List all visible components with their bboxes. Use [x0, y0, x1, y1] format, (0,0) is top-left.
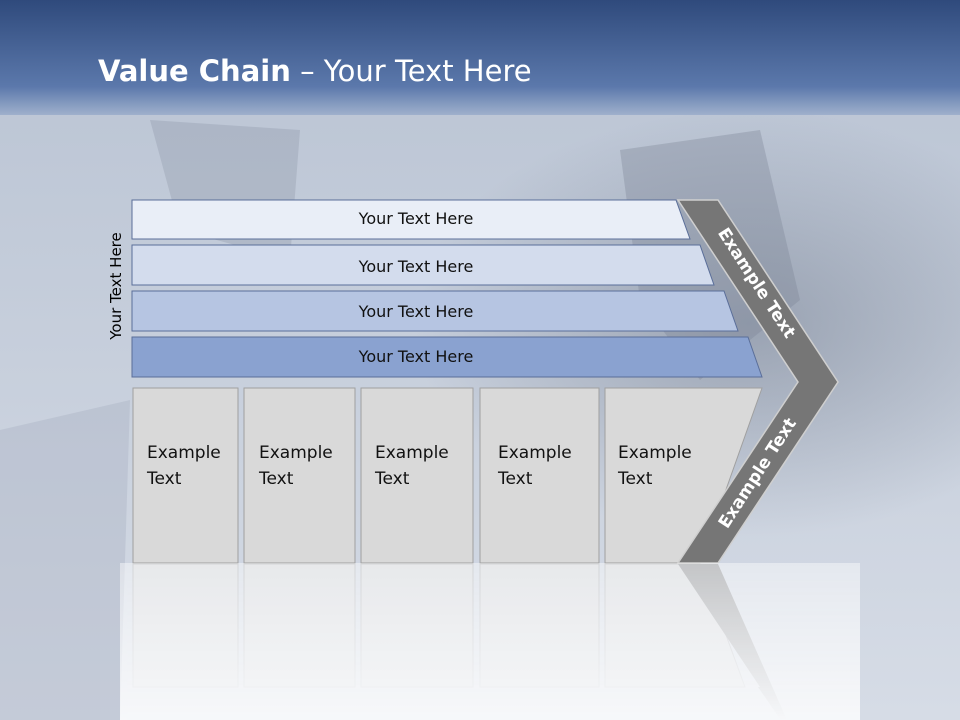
slide-title: Value Chain – Your Text Here	[98, 54, 532, 88]
bar-2-label: Your Text Here	[358, 257, 474, 276]
title-rest: – Your Text Here	[290, 54, 532, 88]
bar-3-label: Your Text Here	[358, 302, 474, 321]
box-4-line1: Example	[498, 443, 572, 463]
box-5-line1: Example	[618, 443, 692, 463]
activity-box-1	[132, 387, 239, 564]
box-1-line1: Example	[147, 443, 221, 463]
box-3-line1: Example	[375, 443, 449, 463]
diagram-reflection	[120, 563, 860, 720]
activity-box-2	[243, 387, 356, 564]
box-3-line2: Text	[374, 469, 410, 489]
bar-2	[131, 244, 715, 286]
box-5-line2: Text	[617, 469, 653, 489]
bar-4	[131, 336, 763, 378]
bar-1-label: Your Text Here	[358, 209, 474, 228]
header-band	[0, 0, 960, 115]
box-4-line2: Text	[497, 469, 533, 489]
bar-1	[131, 199, 691, 240]
title-bold: Value Chain	[98, 54, 291, 88]
background-shape	[0, 400, 130, 720]
bar-3	[131, 290, 739, 332]
activity-box-3	[360, 387, 474, 564]
box-2-line1: Example	[259, 443, 333, 463]
side-label: Your Text Here	[107, 232, 125, 340]
box-1-line2: Text	[146, 469, 182, 489]
bar-4-label: Your Text Here	[358, 347, 474, 366]
activity-box-4	[479, 387, 600, 564]
box-2-line2: Text	[258, 469, 294, 489]
